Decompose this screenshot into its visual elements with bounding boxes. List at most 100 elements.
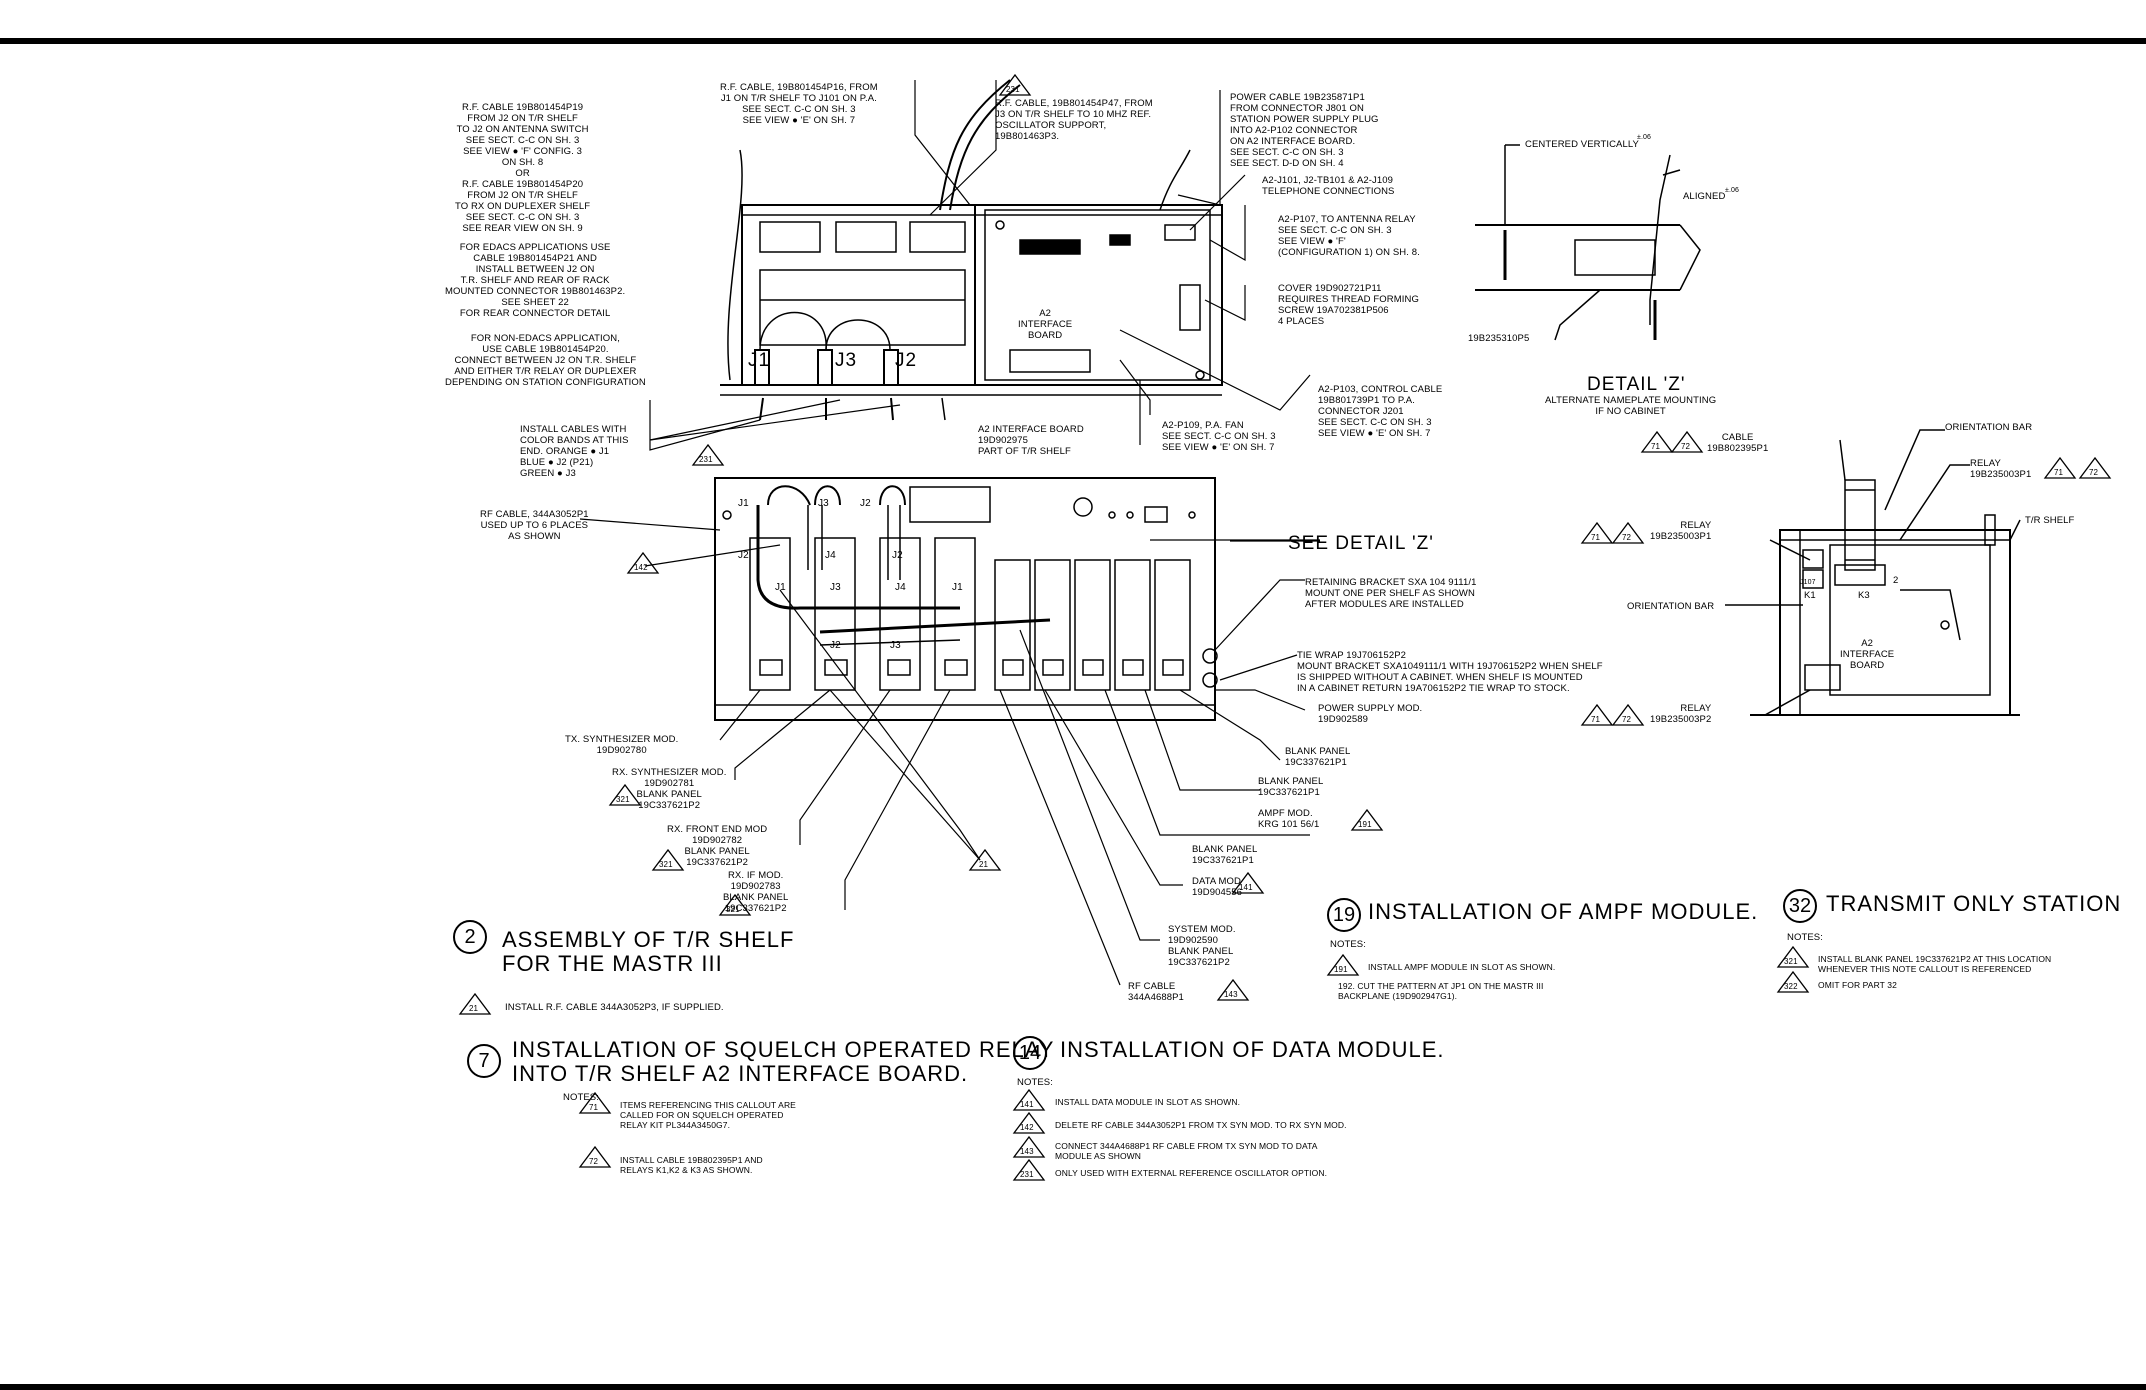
tri-322-note: 322 bbox=[1784, 982, 1798, 991]
detail-z-part: 19B235310P5 bbox=[1468, 333, 1530, 344]
tri-71-a: 71 bbox=[1651, 442, 1661, 451]
section-32-note-321: INSTALL BLANK PANEL 19C337621P2 AT THIS … bbox=[1818, 954, 2052, 974]
callout-power-cable: POWER CABLE 19B235871P1 FROM CONNECTOR J… bbox=[1230, 92, 1379, 169]
section-7-notes-label: NOTES: bbox=[563, 1092, 599, 1103]
section-7-note-71: ITEMS REFERENCING THIS CALLOUT ARE CALLE… bbox=[620, 1100, 796, 1130]
front-jack-j4b: J4 bbox=[895, 582, 906, 593]
section-32-number: 32 bbox=[1783, 889, 1817, 923]
front-jack-j2c: J2 bbox=[892, 550, 903, 561]
relay-view-orientation-left: ORIENTATION BAR bbox=[1627, 601, 1715, 612]
section-14-note-142: DELETE RF CABLE 344A3052P1 FROM TX SYN M… bbox=[1055, 1120, 1347, 1130]
detail-z-title: DETAIL 'Z' bbox=[1587, 374, 1686, 395]
relay-view-k2: 2 bbox=[1893, 575, 1899, 586]
board-label: A2 INTERFACE BOARD bbox=[1018, 308, 1073, 341]
front-jack-j2b: J2 bbox=[738, 550, 749, 561]
callout-telephone: A2-J101, J2-TB101 & A2-J109 TELEPHONE CO… bbox=[1262, 175, 1395, 197]
tri-72-a: 72 bbox=[1681, 442, 1691, 451]
tri-72-c: 72 bbox=[1622, 533, 1632, 542]
callout-rf-cable-344a: RF CABLE 344A4688P1 bbox=[1128, 981, 1184, 1003]
tri-231-note: 231 bbox=[1020, 1170, 1034, 1179]
tri-21-b: 21 bbox=[469, 1004, 479, 1013]
shelf-front-view bbox=[714, 477, 1218, 721]
section-19-note-192: 192. CUT THE PATTERN AT JP1 ON THE MASTR… bbox=[1338, 981, 1544, 1001]
tri-321-a: 321 bbox=[616, 795, 630, 804]
relay-view-drawing bbox=[1725, 429, 2021, 716]
relay-view-k3: K3 bbox=[1858, 590, 1870, 601]
tri-141: 141 bbox=[1239, 883, 1253, 892]
section-14-title: INSTALLATION OF DATA MODULE. bbox=[1060, 1037, 1445, 1062]
tri-191: 191 bbox=[1358, 820, 1372, 829]
top-border bbox=[0, 38, 2146, 44]
callout-cover: COVER 19D902721P11 REQUIRES THREAD FORMI… bbox=[1278, 283, 1419, 327]
tri-141-note: 141 bbox=[1020, 1100, 1034, 1109]
detail-z-aligned: ALIGNED bbox=[1683, 191, 1726, 202]
section-2-title: ASSEMBLY OF T/R SHELF FOR THE MASTR III bbox=[502, 927, 795, 976]
front-jack-j2d: J2 bbox=[830, 640, 841, 651]
callout-blank-panel-2: BLANK PANEL 19C337621P1 bbox=[1258, 776, 1324, 798]
relay-view-orientation-top: ORIENTATION BAR bbox=[1945, 422, 2033, 433]
section-7-note-72: INSTALL CABLE 19B802395P1 AND RELAYS K1,… bbox=[620, 1155, 763, 1175]
section-2-number: 2 bbox=[453, 920, 487, 954]
section-32-title: TRANSMIT ONLY STATION bbox=[1826, 891, 2122, 916]
callout-data-mod: DATA MOD 19D904556 bbox=[1192, 876, 1243, 898]
relay-view-cable: CABLE 19B802395P1 bbox=[1707, 432, 1769, 454]
jack-label-j1: J1 bbox=[748, 350, 771, 371]
front-jack-j3c: J3 bbox=[890, 640, 901, 651]
front-jack-j1b: J1 bbox=[775, 582, 786, 593]
front-jack-j1c: J1 bbox=[952, 582, 963, 593]
section-7-title: INSTALLATION OF SQUELCH OPERATED RELAY I… bbox=[512, 1037, 1055, 1086]
tri-321-note: 321 bbox=[1784, 957, 1798, 966]
section-19-notes-label: NOTES: bbox=[1330, 939, 1366, 950]
callout-rx-front: Rx. FRONT END MOD 19D902782 BLANK PANEL … bbox=[667, 824, 768, 868]
tri-231-a: 231 bbox=[1006, 85, 1020, 94]
section-19-title: INSTALLATION OF AMPF MODULE. bbox=[1368, 899, 1759, 924]
callout-non-edacs: FOR NON-EDACS APPLICATION, USE CABLE 19B… bbox=[445, 333, 646, 388]
detail-z-drawing bbox=[1475, 144, 1701, 341]
tri-71-c: 71 bbox=[1591, 533, 1601, 542]
leader-lines bbox=[579, 80, 1320, 986]
tri-143: 143 bbox=[1224, 990, 1238, 999]
tri-21: 21 bbox=[979, 860, 989, 869]
tri-72-note: 72 bbox=[589, 1157, 599, 1166]
callout-blank-panel-1: BLANK PANEL 19C337621P1 bbox=[1285, 746, 1351, 768]
detail-z-centered-tol: ±.06 bbox=[1637, 134, 1651, 141]
callout-antenna-relay: A2-P107, TO ANTENNA RELAY SEE SECT. C-C … bbox=[1278, 214, 1420, 258]
tri-191-note: 191 bbox=[1334, 965, 1348, 974]
section-32-notes-label: NOTES: bbox=[1787, 932, 1823, 943]
callout-rf-j3: R.F. CABLE, 19B801454P47, FROM J3 ON T/R… bbox=[995, 98, 1153, 142]
callout-interface-board: A2 INTERFACE BOARD 19D902975 PART OF T/R… bbox=[978, 424, 1084, 457]
front-jack-j2: J2 bbox=[860, 498, 871, 509]
relay-view-relay-left: RELAY 19B235003P1 bbox=[1650, 520, 1712, 542]
section-14-note-141: INSTALL DATA MODULE IN SLOT AS SHOWN. bbox=[1055, 1097, 1241, 1107]
jack-label-j2: J2 bbox=[895, 350, 918, 371]
tri-71-d: 71 bbox=[1591, 715, 1601, 724]
relay-view-relay-top: RELAY 19B235003P1 bbox=[1970, 458, 2032, 480]
tri-142-note: 142 bbox=[1020, 1123, 1034, 1132]
callout-edacs: FOR EDACS APPLICATIONS USE CABLE 19B8014… bbox=[445, 242, 626, 319]
tri-231-b: 231 bbox=[699, 455, 713, 464]
section-19-number: 19 bbox=[1327, 898, 1361, 932]
callout-system-mod: SYSTEM MOD. 19D902590 BLANK PANEL 19C337… bbox=[1168, 924, 1236, 968]
section-14-note-143: CONNECT 344A4688P1 RF CABLE FROM TX SYN … bbox=[1055, 1141, 1318, 1161]
tri-71-b: 71 bbox=[2054, 468, 2064, 477]
detail-z-aligned-tol: ±.06 bbox=[1725, 187, 1739, 194]
section-32-note-322: OMIT FOR PART 32 bbox=[1818, 980, 1897, 990]
bottom-border bbox=[0, 1384, 2146, 1390]
detail-z-centered: CENTERED VERTICALLY bbox=[1525, 139, 1639, 150]
callout-tie-wrap: TIE WRAP 19J706152P2 MOUNT BRACKET SXA10… bbox=[1297, 650, 1603, 694]
jack-label-j3: J3 bbox=[835, 350, 858, 371]
tri-71-note: 71 bbox=[589, 1103, 599, 1112]
tri-72-b: 72 bbox=[2089, 468, 2099, 477]
callout-rf-j1: R.F. CABLE, 19B801454P16, FROM J1 ON T/R… bbox=[720, 82, 878, 126]
relay-view-k1: K1 bbox=[1804, 590, 1816, 601]
front-jack-j3b: J3 bbox=[830, 582, 841, 593]
callout-blank-panel-3: BLANK PANEL 19C337621P1 bbox=[1192, 844, 1258, 866]
section-7-number: 7 bbox=[467, 1044, 501, 1078]
callout-fan: A2-P109, P.A. FAN SEE SECT. C-C ON SH. 3… bbox=[1162, 420, 1276, 453]
front-jack-j4: J4 bbox=[825, 550, 836, 561]
see-detail-z: SEE DETAIL 'Z' bbox=[1288, 533, 1434, 554]
callout-rx-if: Rx. IF MOD. 19D902783 BLANK PANEL 19C337… bbox=[723, 870, 789, 914]
section-2-note: INSTALL R.F. CABLE 344A3052P3, IF SUPPLI… bbox=[505, 1002, 724, 1013]
tri-321-b: 321 bbox=[659, 860, 673, 869]
